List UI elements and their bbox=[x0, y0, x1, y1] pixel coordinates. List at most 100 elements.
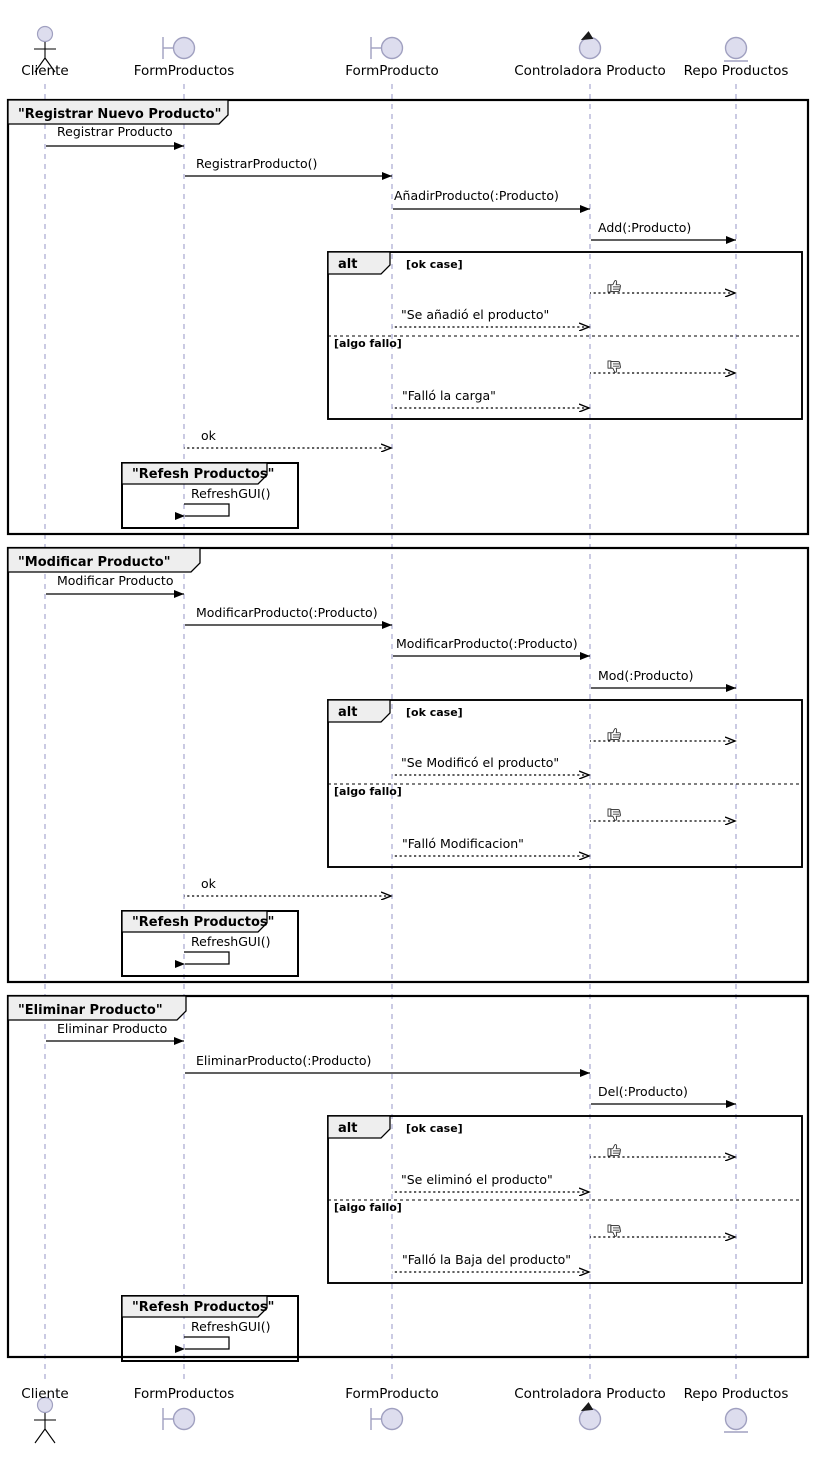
actor-head-icon bbox=[36, 25, 54, 43]
message-arrow: Add(:Producto) bbox=[591, 220, 736, 244]
refresh-frame-header-label: "Refesh Productos" bbox=[132, 467, 274, 482]
frame-modificar-outline bbox=[6, 546, 810, 984]
message-arrow bbox=[590, 808, 735, 821]
message-label: AñadirProducto(:Producto) bbox=[394, 188, 559, 203]
refresh-frame-header-label: "Refesh Productos" bbox=[132, 915, 274, 930]
thumbs-down-icon bbox=[607, 808, 621, 821]
entity-circle-icon bbox=[724, 36, 748, 60]
refresh-frame-header-tab bbox=[121, 462, 268, 485]
alt-operator-label: alt bbox=[338, 705, 357, 720]
thumbs-up-icon bbox=[607, 728, 621, 741]
actor-head-icon bbox=[36, 1396, 54, 1414]
message-arrow: "Se Modificó el producto" bbox=[392, 755, 589, 775]
message-label: ok bbox=[201, 876, 217, 891]
message-arrow bbox=[590, 1144, 735, 1157]
message-arrow: "Se eliminó el producto" bbox=[392, 1172, 589, 1192]
message-arrow: EliminarProducto(:Producto) bbox=[185, 1053, 590, 1077]
participant-repo-productos-footer[interactable]: Repo Productos bbox=[684, 1386, 789, 1433]
frame-eliminar-outline bbox=[6, 994, 810, 1359]
message-label: EliminarProducto(:Producto) bbox=[196, 1053, 371, 1068]
alt-guard-label: [ok case] bbox=[406, 706, 463, 719]
frame-modificar-header-tab bbox=[7, 547, 201, 573]
participant-label: FormProductos bbox=[134, 63, 235, 79]
thumbs-down-icon bbox=[607, 1224, 621, 1237]
participant-label: Repo Productos bbox=[684, 1386, 789, 1402]
message-label: Eliminar Producto bbox=[57, 1021, 167, 1036]
frame-modificar: "Modificar Producto" bbox=[6, 546, 810, 984]
alt-guard-label: [algo fallo] bbox=[334, 337, 402, 350]
message-arrow: RegistrarProducto() bbox=[185, 156, 392, 180]
participant-label: FormProducto bbox=[345, 63, 439, 79]
message-arrow: Registrar Producto bbox=[46, 124, 184, 150]
message-label: ModificarProducto(:Producto) bbox=[196, 605, 378, 620]
alt-operator-label: alt bbox=[338, 1121, 357, 1136]
control-arrow-icon bbox=[580, 1402, 594, 1412]
message-label: "Falló la carga" bbox=[402, 388, 496, 403]
participant-formproductos-header[interactable]: FormProductos bbox=[134, 36, 235, 79]
control-circle-icon bbox=[578, 36, 602, 60]
alt-operator-tab bbox=[327, 1115, 391, 1139]
participant-controladora-producto-footer[interactable]: Controladora Producto bbox=[514, 1386, 666, 1431]
participant-label: FormProducto bbox=[345, 1386, 439, 1402]
message-label: "Falló la Baja del producto" bbox=[402, 1252, 571, 1267]
alt-operator-label: alt bbox=[338, 257, 357, 272]
self-call-path bbox=[175, 503, 230, 520]
message-arrow: ModificarProducto(:Producto) bbox=[185, 605, 392, 629]
self-call-refreshgui: RefreshGUI() bbox=[175, 486, 270, 520]
participant-formproducto-footer[interactable]: FormProducto bbox=[345, 1386, 439, 1431]
participant-label: Repo Productos bbox=[684, 63, 789, 79]
frame-registrar-header-label: "Registrar Nuevo Producto" bbox=[18, 107, 221, 122]
message-arrow: Eliminar Producto bbox=[46, 1021, 184, 1045]
participant-formproducto-header[interactable]: FormProducto bbox=[345, 36, 439, 79]
participant-formproductos-footer[interactable]: FormProductos bbox=[134, 1386, 235, 1431]
message-label: Registrar Producto bbox=[57, 124, 173, 139]
control-arrow-icon bbox=[580, 31, 594, 41]
participant-label: Cliente bbox=[21, 1386, 68, 1402]
entity-circle-icon bbox=[724, 1407, 748, 1431]
self-call-label: RefreshGUI() bbox=[191, 1319, 270, 1334]
alt-guard-label: [ok case] bbox=[406, 258, 463, 271]
message-label: Modificar Producto bbox=[57, 573, 173, 588]
message-arrow bbox=[590, 728, 735, 741]
message-arrow: ok bbox=[184, 876, 391, 896]
message-label: "Se eliminó el producto" bbox=[401, 1172, 553, 1187]
participant-label: Cliente bbox=[21, 63, 68, 79]
message-arrow bbox=[590, 360, 735, 373]
frame-modificar-refresh-frame: "Refesh Productos" bbox=[121, 910, 299, 977]
message-arrow: ok bbox=[184, 428, 391, 448]
message-arrow: "Se añadió el producto" bbox=[392, 307, 589, 327]
frame-eliminar-header-tab bbox=[7, 995, 187, 1021]
self-call-label: RefreshGUI() bbox=[191, 934, 270, 949]
refresh-frame-header-tab bbox=[121, 1295, 268, 1318]
frames-layer: "Registrar Nuevo Producto" alt [ok case] [a… bbox=[6, 98, 810, 1362]
thumbs-up-icon bbox=[607, 280, 621, 293]
message-arrow: Del(:Producto) bbox=[591, 1084, 736, 1108]
self-call-label: RefreshGUI() bbox=[191, 486, 270, 501]
alt-guard-label: [ok case] bbox=[406, 1122, 463, 1135]
message-arrow bbox=[590, 280, 735, 293]
participant-controladora-producto-header[interactable]: Controladora Producto bbox=[514, 31, 666, 79]
message-label: RegistrarProducto() bbox=[196, 156, 317, 171]
frame-eliminar-alt-fragment: alt[ok case][algo fallo] bbox=[327, 1115, 803, 1284]
participant-cliente-header[interactable]: Cliente bbox=[21, 25, 69, 80]
frame-modificar-alt-fragment: alt[ok case][algo fallo] bbox=[327, 699, 803, 868]
control-circle-icon bbox=[578, 1407, 602, 1431]
frame-registrar-refresh-frame: "Refesh Productos" bbox=[121, 462, 299, 529]
participants-layer: ClienteClienteFormProductosFormProductos… bbox=[21, 25, 789, 1444]
participant-label: Controladora Producto bbox=[514, 1386, 666, 1402]
self-call-path bbox=[175, 951, 230, 968]
alt-operator-tab bbox=[327, 699, 391, 723]
participant-cliente-footer[interactable]: Cliente bbox=[21, 1386, 69, 1444]
boundary-circle-icon bbox=[380, 36, 404, 60]
participant-repo-productos-header[interactable]: Repo Productos bbox=[684, 36, 789, 80]
message-label: "Falló Modificacion" bbox=[402, 836, 524, 851]
message-arrow: "Falló la Baja del producto" bbox=[392, 1252, 589, 1272]
message-label: "Se añadió el producto" bbox=[401, 307, 549, 322]
alt-operator-tab bbox=[327, 251, 391, 275]
boundary-circle-icon bbox=[172, 1407, 196, 1431]
message-label: Del(:Producto) bbox=[598, 1084, 688, 1099]
